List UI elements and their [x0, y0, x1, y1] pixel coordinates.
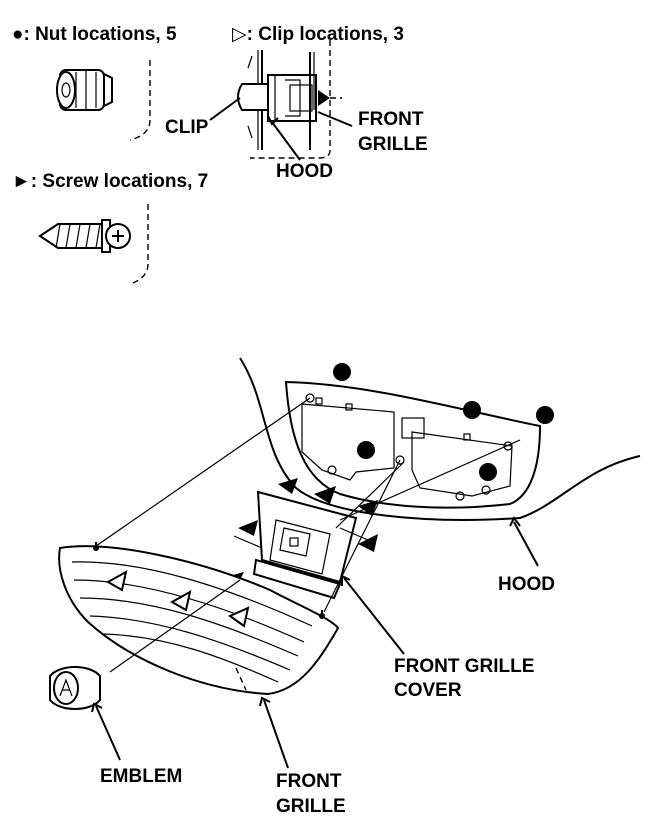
- clip-detail: CLIP HOOD FRONT GRILLE: [165, 40, 428, 182]
- nut-marker: [357, 441, 375, 459]
- screw-marker: [314, 486, 336, 504]
- screw-marker: [278, 478, 298, 494]
- front-grille-label-2: GRILLE: [276, 796, 346, 817]
- front-grille-label-1: FRONT: [276, 771, 342, 792]
- clip-marker: [105, 570, 128, 592]
- nut-marker: [536, 406, 554, 424]
- nut-marker: [479, 463, 497, 481]
- emblem-label: EMBLEM: [100, 766, 182, 787]
- front-grille-cover-label-2: COVER: [394, 680, 462, 701]
- legend-nut-text: ●: Nut locations, 5: [12, 24, 177, 45]
- hood-label: HOOD: [498, 574, 555, 595]
- projection-lines: [95, 397, 521, 691]
- clip-marker: [227, 606, 250, 628]
- clip-hood-label: HOOD: [276, 161, 333, 182]
- clip-front-grille-label-1: FRONT: [358, 109, 424, 130]
- screw-marker: [358, 534, 378, 552]
- screw-cutline: [129, 204, 149, 285]
- clip-front-grille-label-2: GRILLE: [358, 134, 428, 155]
- nut-markers: [333, 363, 554, 481]
- nut-marker: [333, 363, 351, 381]
- front-grille-cover-label-1: FRONT GRILLE: [394, 656, 534, 677]
- nut-cutline: [129, 60, 151, 141]
- front-grille-cover: [233, 490, 369, 600]
- front-grille: [58, 542, 340, 696]
- screw-icon: [38, 219, 131, 253]
- nut-marker: [463, 401, 481, 419]
- clip-label: CLIP: [165, 117, 209, 138]
- nut-icon: [56, 69, 113, 111]
- clip-markers: [105, 570, 250, 628]
- legend-screw-text: ►: Screw locations, 7: [12, 171, 208, 192]
- screw-marker: [238, 520, 258, 536]
- leader-lines: [91, 516, 539, 769]
- legend-clip-text: ▷: Clip locations, 3: [232, 24, 404, 45]
- hood-panel: [239, 357, 641, 521]
- legend: ●: Nut locations, 5 ▷: Clip locations, 3…: [12, 24, 404, 192]
- clip-marker: [169, 590, 192, 612]
- emblem: [49, 666, 101, 710]
